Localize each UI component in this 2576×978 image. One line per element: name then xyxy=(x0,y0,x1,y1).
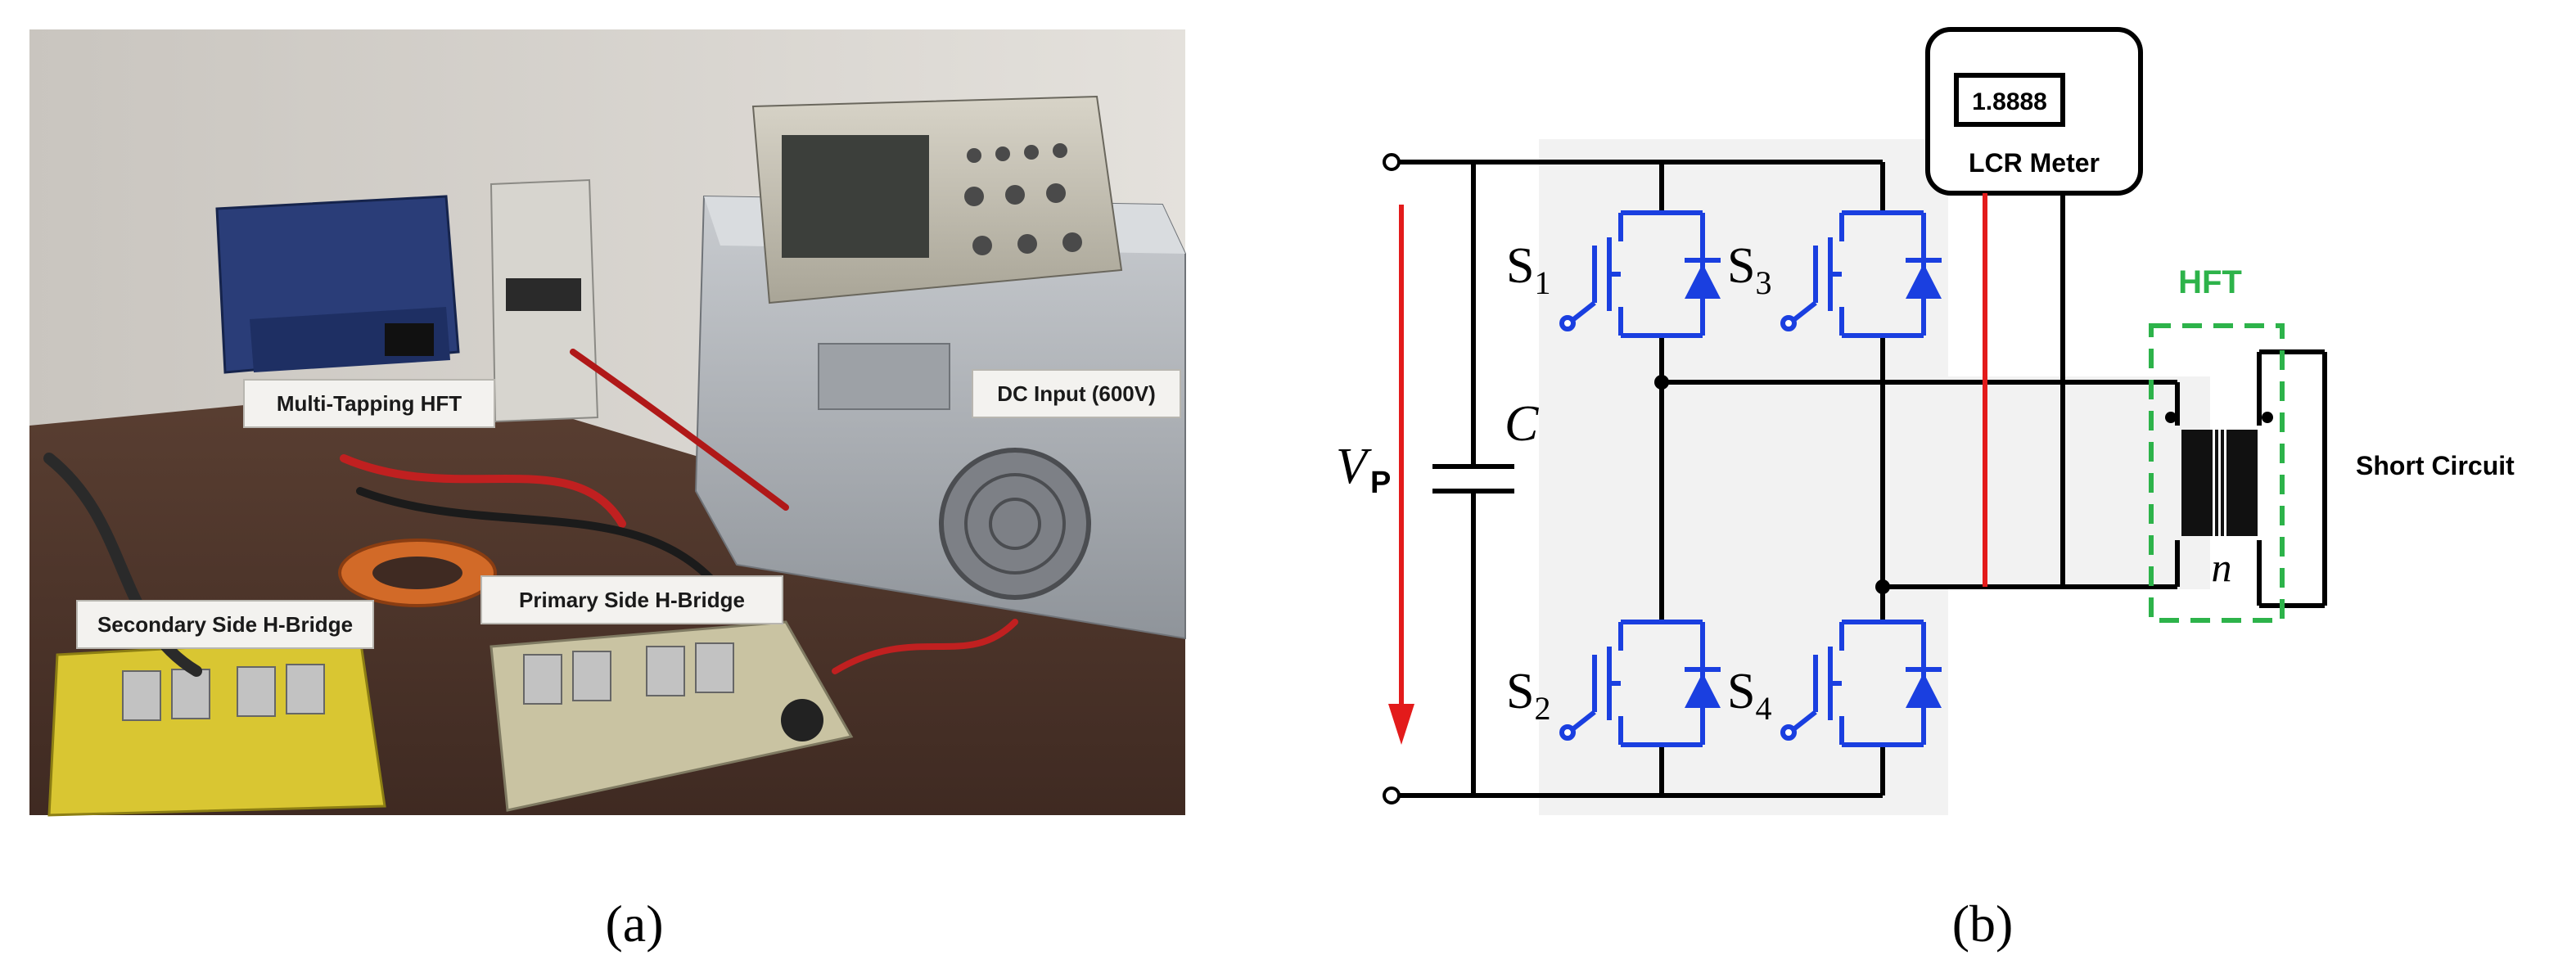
hft-label: HFT xyxy=(2178,264,2242,300)
switch-s2 xyxy=(1559,620,1721,747)
label-primary-h-bridge: Primary Side H-Bridge xyxy=(480,575,783,624)
label-dc-input: DC Input (600V) xyxy=(972,369,1181,418)
switch-label-s4: S4 xyxy=(1727,664,1771,727)
oscilloscope xyxy=(751,95,1123,304)
svg-text:Multi-Tapping HFT: Multi-Tapping HFT xyxy=(277,391,462,416)
switch-label-s2: S2 xyxy=(1506,664,1550,727)
svg-text:Secondary Side H-Bridge: Secondary Side H-Bridge xyxy=(97,612,353,637)
caption-b: (b) xyxy=(1952,895,2014,953)
label-multi-tapping-hft: Multi-Tapping HFT xyxy=(243,379,495,428)
switch-s4 xyxy=(1780,620,1942,747)
short-circuit-label: Short Circuit xyxy=(2356,451,2515,480)
primary-pcb xyxy=(489,620,854,812)
svg-text:DC Input (600V): DC Input (600V) xyxy=(997,381,1156,406)
switch-s3 xyxy=(1780,210,1942,338)
hft-transformer: n xyxy=(2149,323,2285,623)
caption-a: (a) xyxy=(605,895,663,953)
toroid-transformer xyxy=(338,539,497,607)
wires xyxy=(1392,160,2327,798)
voltage-arrow xyxy=(1388,205,1414,745)
lcr-meter: 1.8888 LCR Meter xyxy=(1925,27,2143,196)
svg-text:Primary Side H-Bridge: Primary Side H-Bridge xyxy=(519,588,745,612)
voltage-subscript: P xyxy=(1370,466,1391,500)
lcr-label: LCR Meter xyxy=(1969,148,2100,178)
bench-psu xyxy=(489,178,599,423)
voltage-label: V xyxy=(1336,439,1372,494)
switch-label-s1: S1 xyxy=(1506,238,1550,301)
capacitor-label: C xyxy=(1505,396,1539,452)
soldering-station xyxy=(215,195,460,374)
switch-label-s3: S3 xyxy=(1727,238,1771,301)
capacitor xyxy=(1432,464,1514,494)
photo-panel: Multi-Tapping HFT DC Input (600V) Primar… xyxy=(29,29,1186,817)
lcr-display: 1.8888 xyxy=(1972,88,2047,115)
switch-s1 xyxy=(1559,210,1721,338)
schematic: C V P xyxy=(1336,27,2515,815)
turns-ratio-label: n xyxy=(2212,544,2232,590)
secondary-pcb xyxy=(47,637,386,817)
label-secondary-h-bridge: Secondary Side H-Bridge xyxy=(76,600,374,649)
